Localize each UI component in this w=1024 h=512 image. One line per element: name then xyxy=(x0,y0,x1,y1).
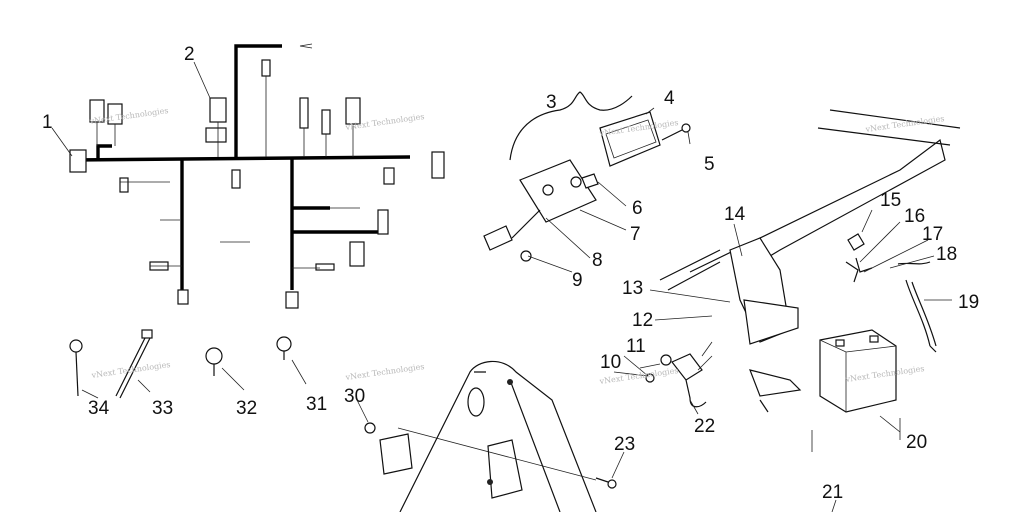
callout-label: 3 xyxy=(546,92,557,113)
watermark-text: vNext Technologies xyxy=(864,114,945,134)
callout-label: 20 xyxy=(906,432,927,453)
callout-label: 14 xyxy=(724,204,746,225)
watermark-text: vNext Technologies xyxy=(344,362,425,382)
mount-plate xyxy=(364,360,617,512)
callout-label: 4 xyxy=(664,88,675,109)
callout-label: 6 xyxy=(632,198,643,219)
battery xyxy=(811,329,901,452)
callout-label: 21 xyxy=(822,482,843,503)
callout-label: 2 xyxy=(184,44,195,65)
lamp-assembly xyxy=(483,91,691,262)
clips-and-ties xyxy=(69,329,292,399)
callout-label: 31 xyxy=(306,394,327,415)
callout-label: 16 xyxy=(904,206,925,227)
callout-label: 34 xyxy=(88,398,110,419)
callout-label: 11 xyxy=(626,336,646,357)
frame xyxy=(659,109,961,413)
callouts: 1 2 3 4 5 6 7 8 9 10 11 12 13 14 15 16 1… xyxy=(42,44,979,503)
callout-label: 22 xyxy=(694,416,715,437)
battery-cables xyxy=(845,233,937,353)
callout-label: 23 xyxy=(614,434,635,455)
callout-label: 10 xyxy=(600,352,621,373)
callout-label: 8 xyxy=(592,250,603,271)
callout-label: 17 xyxy=(922,224,943,245)
leader-lines xyxy=(51,61,952,512)
callout-label: 15 xyxy=(880,190,901,211)
callout-label: 1 xyxy=(42,112,53,133)
callout-label: 19 xyxy=(958,292,979,313)
callout-label: 13 xyxy=(622,278,643,299)
callout-label: 9 xyxy=(572,270,583,291)
callout-label: 32 xyxy=(236,398,257,419)
callout-label: 18 xyxy=(936,244,957,265)
watermarks: vNext Technologies vNext Technologies vN… xyxy=(88,106,945,386)
callout-label: 33 xyxy=(152,398,173,419)
callout-label: 30 xyxy=(344,386,365,407)
callout-label: 12 xyxy=(632,310,653,331)
callout-label: 5 xyxy=(704,154,715,175)
wiring-harness xyxy=(69,43,445,309)
callout-label: 7 xyxy=(630,224,641,245)
starter-solenoid xyxy=(613,341,713,408)
